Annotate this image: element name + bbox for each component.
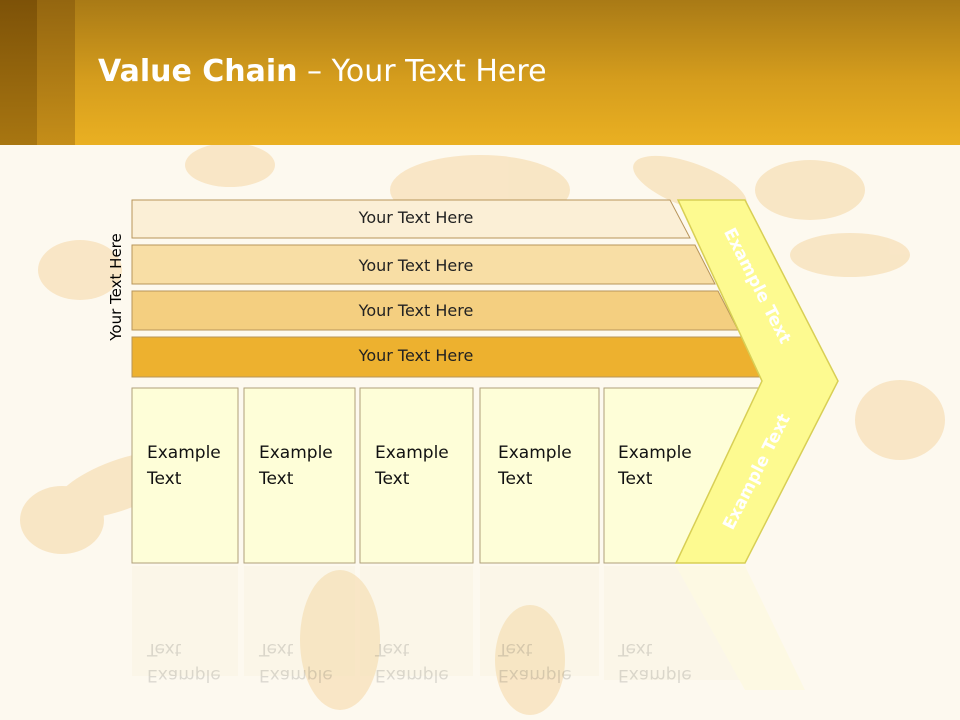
columns-reflection	[132, 566, 805, 690]
column-3-box	[359, 387, 474, 564]
column-5-line1: Example	[618, 443, 692, 463]
column-1-box	[131, 387, 239, 564]
side-label: Your Text Here	[107, 233, 125, 341]
column-2-box	[243, 387, 356, 564]
bar-1-shape	[131, 199, 691, 239]
column-1-line2: Text	[147, 469, 182, 489]
bar-2-label: Your Text Here	[358, 256, 474, 275]
bar-3-label: Your Text Here	[358, 301, 474, 320]
columns-group	[131, 387, 763, 564]
title-rest: – Your Text Here	[297, 54, 547, 89]
header-accent-strip	[37, 0, 75, 145]
column-2-line1: Example	[259, 443, 333, 463]
column-3-line2: Text	[375, 469, 410, 489]
column-4-box	[479, 387, 600, 564]
bars-group	[131, 199, 763, 378]
column-2-line2: Text	[259, 469, 294, 489]
bar-2-shape	[131, 244, 716, 285]
bar-4-label: Your Text Here	[358, 346, 474, 365]
header-accent-strip	[0, 0, 37, 145]
column-4-line2: Text	[498, 469, 533, 489]
value-chain-diagram	[20, 145, 945, 715]
bar-1-label: Your Text Here	[358, 208, 474, 227]
column-3-line1: Example	[375, 443, 449, 463]
column-5-line2: Text	[618, 469, 653, 489]
title-bold: Value Chain	[98, 54, 298, 89]
chevron-arrow	[674, 199, 839, 564]
column-1-line1: Example	[147, 443, 221, 463]
title-bar: Value Chain – Your Text Here	[0, 0, 960, 145]
slide-title: Value Chain – Your Text Here	[98, 54, 547, 89]
column-4-line1: Example	[498, 443, 572, 463]
background-handprints	[20, 145, 945, 715]
